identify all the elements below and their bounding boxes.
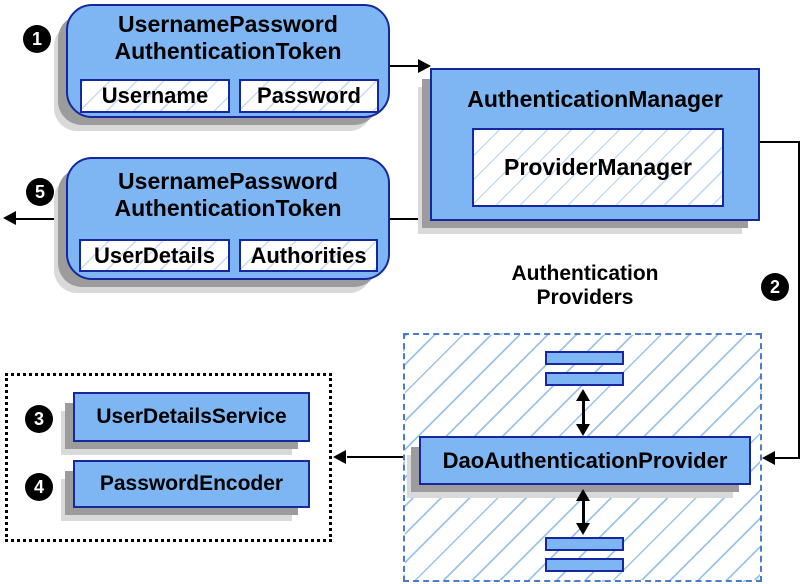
auth-manager-box: AuthenticationManager ProviderManager bbox=[430, 68, 760, 221]
step-5-badge: 5 bbox=[26, 178, 54, 206]
arrowhead-into-services-icon bbox=[333, 450, 346, 464]
step-4-number: 4 bbox=[33, 477, 44, 497]
response-token-title-line2: AuthenticationToken bbox=[114, 195, 342, 221]
username-field-label: Username bbox=[101, 83, 209, 108]
provider-manager-label: ProviderManager bbox=[504, 154, 692, 180]
authorities-field-label: Authorities bbox=[250, 242, 367, 268]
flow-connector-step2-bottom bbox=[775, 457, 800, 459]
double-arrow-bottom-line bbox=[582, 499, 585, 527]
auth-providers-container: DaoAuthenticationProvider bbox=[403, 333, 762, 582]
provider-manager-box: ProviderManager bbox=[472, 128, 724, 207]
provider-stack-rect-top-2 bbox=[545, 372, 624, 386]
user-details-field-box: UserDetails bbox=[79, 239, 230, 272]
arrowhead-response-exit-icon bbox=[3, 211, 16, 225]
dao-authentication-provider-label: DaoAuthenticationProvider bbox=[442, 447, 728, 473]
providers-caption-line1: Authentication bbox=[511, 262, 659, 285]
double-arrow-bottom-down-icon bbox=[576, 523, 590, 535]
flow-line-token-to-auth-manager bbox=[390, 65, 419, 67]
password-field-label: Password bbox=[257, 83, 361, 108]
providers-caption-line2: Providers bbox=[536, 286, 634, 309]
providers-caption: Authentication Providers bbox=[460, 262, 710, 310]
user-details-field-label: UserDetails bbox=[93, 242, 216, 268]
provider-stack-rect-bottom-2 bbox=[545, 558, 624, 572]
request-token-title: UsernamePassword AuthenticationToken bbox=[68, 6, 388, 65]
provider-stack-rect-bottom-1 bbox=[545, 537, 624, 551]
response-token-title-line1: UsernamePassword bbox=[118, 168, 338, 194]
username-field-box: Username bbox=[80, 79, 230, 113]
arrowhead-into-dao-provider-icon bbox=[762, 451, 775, 465]
step-2-badge: 2 bbox=[761, 273, 789, 301]
flow-line-dao-to-services bbox=[347, 456, 404, 458]
user-details-service-label: UserDetailsService bbox=[96, 405, 287, 428]
flow-connector-step2-vertical bbox=[798, 141, 800, 459]
request-token-box: UsernamePassword AuthenticationToken Use… bbox=[66, 4, 390, 118]
step-1-number: 1 bbox=[31, 29, 42, 49]
flow-line-auth-manager-to-response-token bbox=[390, 218, 431, 220]
step-2-number: 2 bbox=[769, 277, 780, 297]
auth-manager-title: AuthenticationManager bbox=[467, 86, 723, 112]
double-arrow-top-up-icon bbox=[576, 389, 590, 401]
user-details-service-box: UserDetailsService bbox=[73, 392, 310, 442]
services-container: UserDetailsService PasswordEncoder bbox=[5, 373, 332, 542]
flow-line-response-exit bbox=[15, 218, 66, 220]
password-field-box: Password bbox=[239, 79, 379, 113]
double-arrow-top-line bbox=[582, 399, 585, 433]
flow-connector-step2-top bbox=[760, 141, 800, 143]
password-encoder-box: PasswordEncoder bbox=[73, 460, 310, 508]
step-5-number: 5 bbox=[34, 182, 45, 202]
request-token-title-line1: UsernamePassword bbox=[118, 11, 338, 37]
double-arrow-bottom-up-icon bbox=[576, 489, 590, 501]
step-1-badge: 1 bbox=[23, 25, 51, 53]
response-token-box: UsernamePassword AuthenticationToken Use… bbox=[66, 157, 390, 280]
step-4-badge: 4 bbox=[25, 473, 53, 501]
double-arrow-top-down-icon bbox=[576, 424, 590, 436]
arrowhead-into-auth-manager-icon bbox=[418, 59, 431, 73]
step-3-badge: 3 bbox=[25, 405, 53, 433]
step-3-number: 3 bbox=[33, 409, 44, 429]
request-token-title-line2: AuthenticationToken bbox=[114, 38, 342, 64]
provider-stack-rect-top-1 bbox=[545, 351, 624, 365]
dao-authentication-provider-box: DaoAuthenticationProvider bbox=[419, 436, 751, 485]
response-token-title: UsernamePassword AuthenticationToken bbox=[68, 159, 388, 222]
authorities-field-box: Authorities bbox=[239, 239, 378, 272]
password-encoder-label: PasswordEncoder bbox=[99, 472, 284, 495]
